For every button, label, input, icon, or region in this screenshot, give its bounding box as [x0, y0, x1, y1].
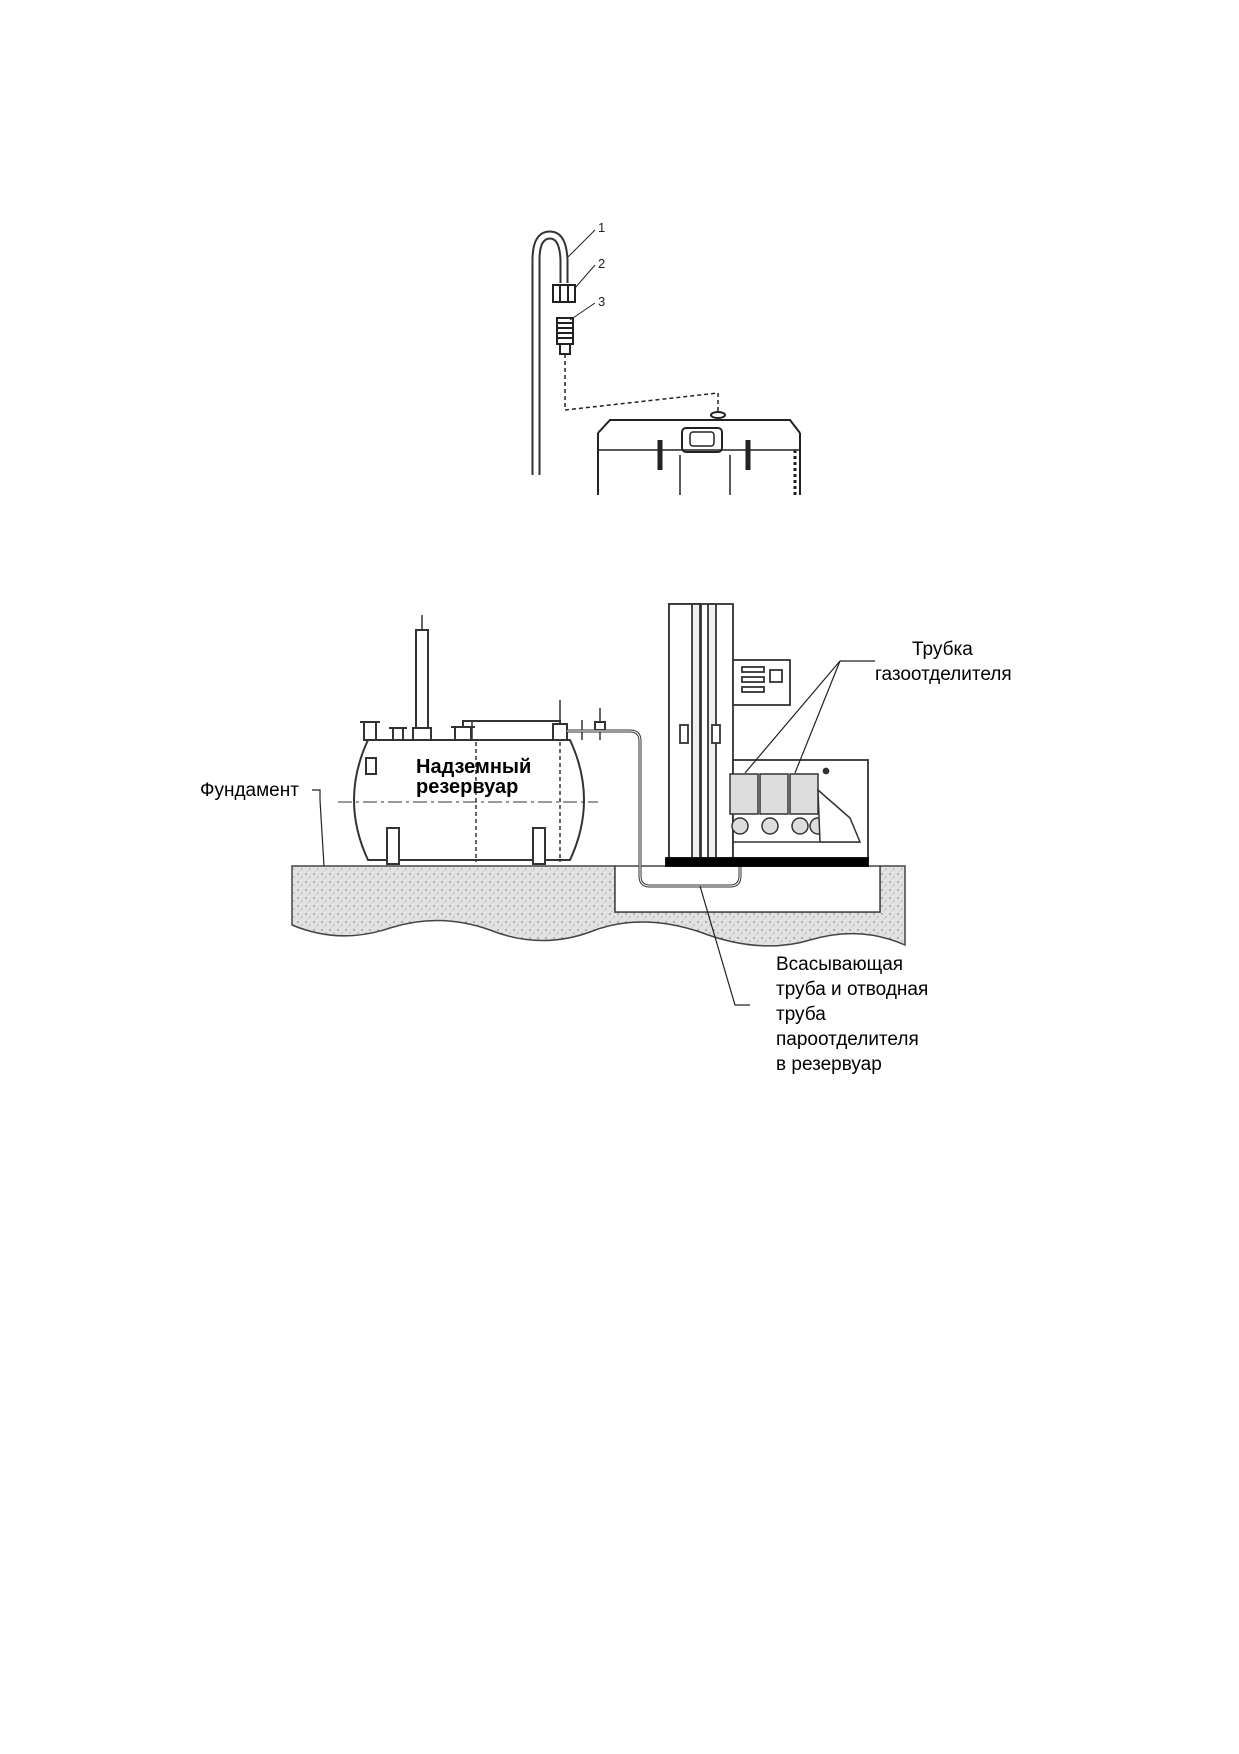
suction-label-line5: в резервуар: [776, 1054, 882, 1075]
dispenser-pit: [614, 865, 881, 913]
fitting-callouts: 1 2 3: [598, 220, 605, 309]
callout-1: 1: [598, 220, 605, 235]
aboveground-tank: [338, 615, 742, 888]
figure-fitting-diagram: [531, 229, 801, 495]
foundation-label: Фундамент: [200, 780, 299, 801]
suction-label-line2: труба и отводная: [776, 979, 928, 1000]
ground-section: [291, 865, 906, 947]
figure-installation-diagram: [291, 603, 906, 1006]
suction-label-line3: труба: [776, 1004, 826, 1025]
tank-label-line2: резервуар: [416, 776, 518, 798]
label-leaders: [312, 660, 875, 1006]
gas-tube-label-line1: Трубка: [912, 639, 973, 660]
assembly-dashed-line: [564, 354, 719, 412]
installation-labels: Фундамент Надземный резервуар Трубка газ…: [200, 639, 1012, 1075]
callout-2: 2: [598, 256, 605, 271]
suction-label-line1: Всасывающая: [776, 954, 903, 975]
fuel-dispenser: [665, 603, 869, 867]
threaded-fitting-part: [556, 317, 574, 355]
gas-tube-label-line2: газоотделителя: [875, 664, 1012, 685]
tank-label-line1: Надземный: [416, 756, 531, 778]
dispenser-top-part: [597, 411, 801, 495]
pump-units: [729, 773, 862, 843]
nut-part: [552, 284, 576, 303]
suction-label-line4: пароотделителя: [776, 1029, 919, 1050]
callout-3: 3: [598, 294, 605, 309]
